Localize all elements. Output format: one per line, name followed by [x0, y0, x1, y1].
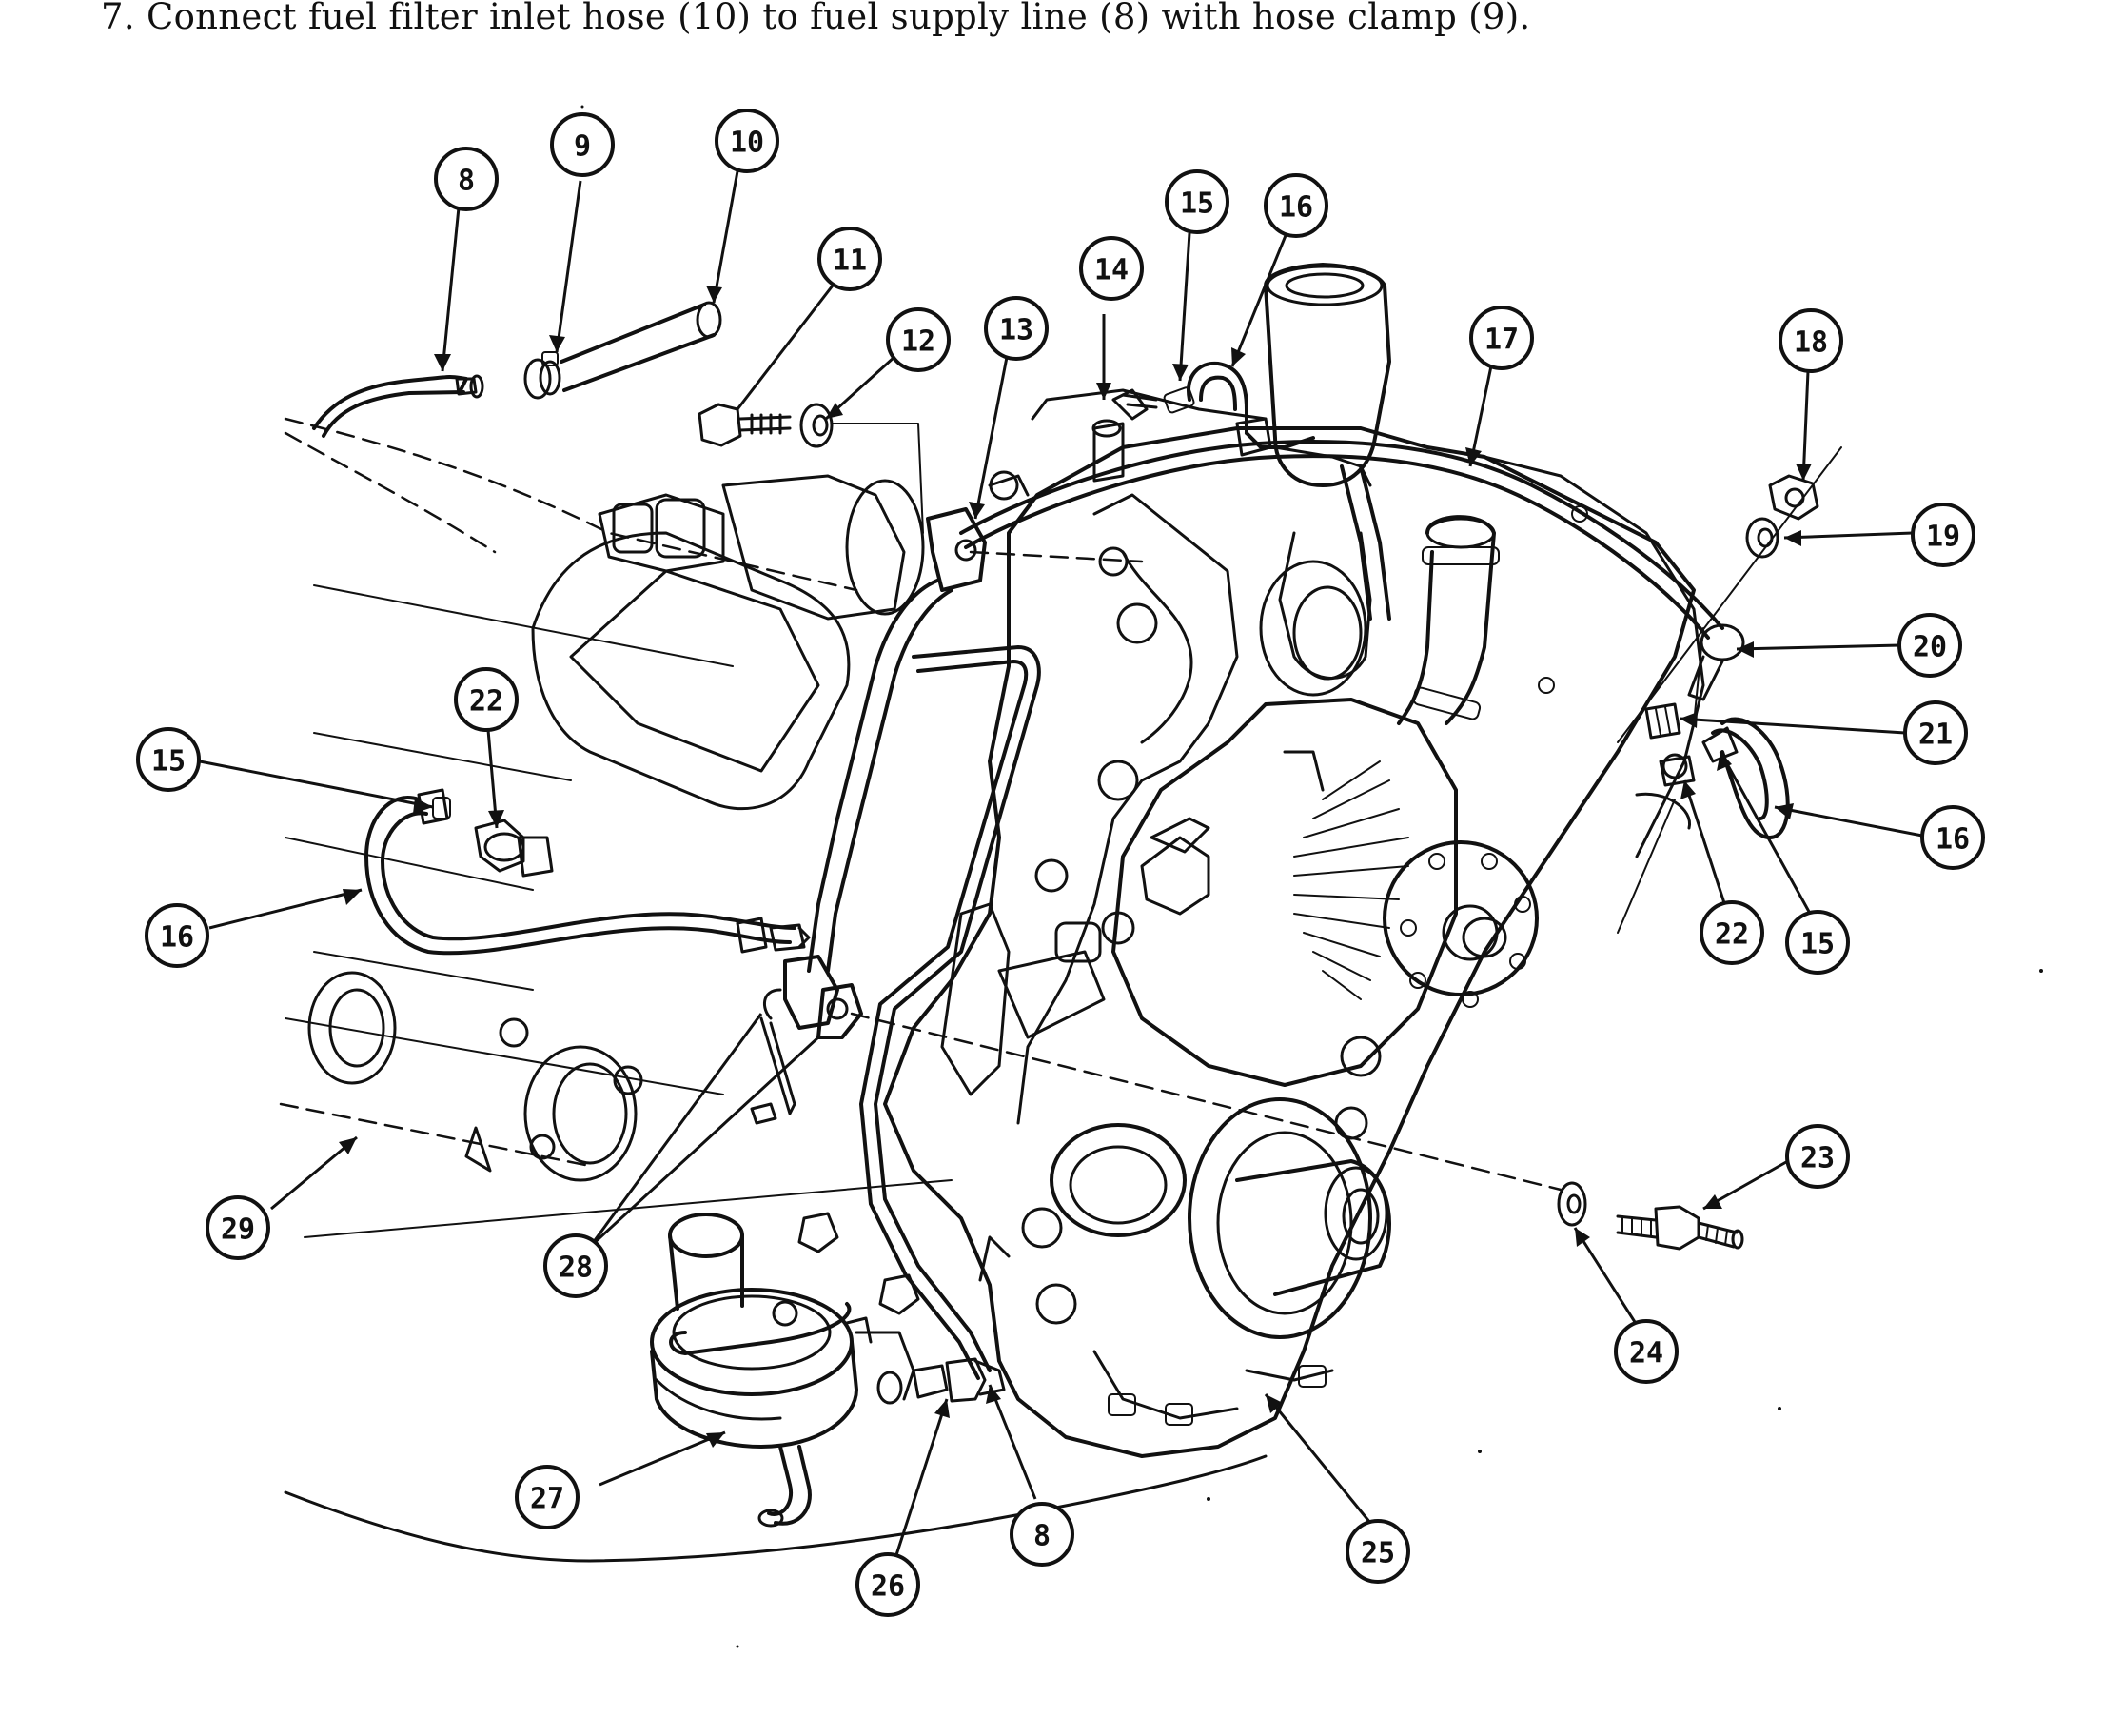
callout-12-label: 12	[901, 326, 935, 359]
fuel-supply-line-top	[312, 301, 722, 438]
callout-24: 24	[1614, 1319, 1679, 1384]
callout-21-label: 21	[1918, 719, 1953, 752]
fitting-21	[1644, 702, 1681, 740]
callout-11: 11	[817, 227, 882, 291]
return-line-16-top	[1111, 361, 1391, 621]
callout-27-label: 27	[530, 1483, 564, 1516]
callout-15-left-label: 15	[151, 745, 186, 779]
callout-8-bottom-label: 8	[1033, 1520, 1051, 1553]
callout-27: 27	[515, 1465, 580, 1529]
callout-13-label: 13	[999, 314, 1033, 347]
callout-21: 21	[1903, 700, 1968, 765]
callout-16-right-label: 16	[1936, 823, 1970, 857]
callout-16-left: 16	[145, 903, 209, 968]
callout-15-top-label: 15	[1180, 187, 1214, 221]
callout-14-label: 14	[1094, 254, 1129, 287]
callout-9: 9	[550, 112, 615, 177]
timing-cover	[883, 263, 1696, 1458]
callout-12: 12	[886, 307, 951, 372]
return-line-16-right	[1635, 717, 1790, 839]
callout-8-top-label: 8	[458, 165, 475, 198]
callout-18-label: 18	[1794, 326, 1828, 360]
callout-25-label: 25	[1361, 1537, 1395, 1570]
engine-block	[279, 417, 1268, 1563]
callout-17: 17	[1469, 306, 1534, 370]
scan-specks	[580, 105, 2043, 1648]
clamp-28	[750, 955, 1563, 1192]
cover-bolts	[1021, 546, 1382, 1325]
fitting-22-left	[474, 819, 554, 878]
callout-14: 14	[1079, 236, 1144, 301]
right-bank-plate	[1483, 455, 1705, 934]
callout-28: 28	[543, 1233, 608, 1298]
callout-26: 26	[855, 1552, 920, 1617]
washer-24	[1557, 1181, 1587, 1227]
callout-10: 10	[715, 108, 779, 173]
callout-23-label: 23	[1800, 1142, 1835, 1175]
nut-axis-line	[1617, 446, 1842, 743]
fan-fins	[1293, 760, 1409, 1000]
callout-28-label: 28	[559, 1252, 593, 1285]
callout-22-left-label: 22	[469, 685, 503, 719]
callout-23: 23	[1785, 1124, 1850, 1189]
callout-8-top: 8	[434, 147, 499, 211]
callout-29: 29	[206, 1195, 270, 1260]
callout-20: 20	[1897, 613, 1962, 678]
return-line-16-left	[364, 788, 811, 956]
fitting-26	[876, 1357, 987, 1405]
callout-15-left: 15	[136, 727, 201, 792]
callout-15-right: 15	[1785, 910, 1850, 975]
callout-15-right-label: 15	[1800, 928, 1835, 961]
callout-16-left-label: 16	[160, 921, 194, 955]
callout-19-label: 19	[1926, 521, 1960, 554]
leader-lines	[199, 170, 1923, 1562]
callout-26-label: 26	[871, 1570, 905, 1604]
callout-19: 19	[1911, 503, 1975, 567]
callout-22-left: 22	[454, 667, 519, 732]
fuel-line-8-main	[807, 579, 1041, 1396]
bracket-13	[832, 423, 1144, 592]
return-line-17	[959, 440, 1745, 701]
nut-18	[1768, 474, 1819, 521]
callout-20-label: 20	[1913, 631, 1947, 664]
callout-25: 25	[1346, 1519, 1410, 1584]
callout-15-top: 15	[1165, 169, 1229, 234]
callout-13: 13	[984, 296, 1049, 361]
callout-18: 18	[1779, 308, 1843, 373]
callout-22-right: 22	[1700, 900, 1764, 965]
stud-23	[1616, 1205, 1744, 1251]
leader-arrowheads	[339, 286, 1812, 1448]
fuel-filter-27	[650, 1213, 915, 1528]
callout-16-top: 16	[1264, 173, 1328, 238]
callout-22-right-label: 22	[1715, 918, 1749, 952]
callout-16-top-label: 16	[1279, 191, 1313, 225]
bolt-11	[698, 403, 792, 447]
callout-9-label: 9	[574, 130, 591, 164]
washer-12	[799, 403, 834, 448]
callout-17-label: 17	[1484, 324, 1519, 357]
callout-29-label: 29	[221, 1213, 255, 1247]
callout-16-right: 16	[1920, 805, 1985, 870]
callout-24-label: 24	[1629, 1337, 1663, 1371]
instruction-step-text: 7. Connect fuel filter inlet hose (10) t…	[101, 0, 1531, 37]
callout-8-bottom: 8	[1010, 1502, 1074, 1567]
callout-11-label: 11	[833, 245, 867, 278]
callout-10-label: 10	[730, 127, 764, 160]
mount-bolts	[797, 1212, 1011, 1344]
